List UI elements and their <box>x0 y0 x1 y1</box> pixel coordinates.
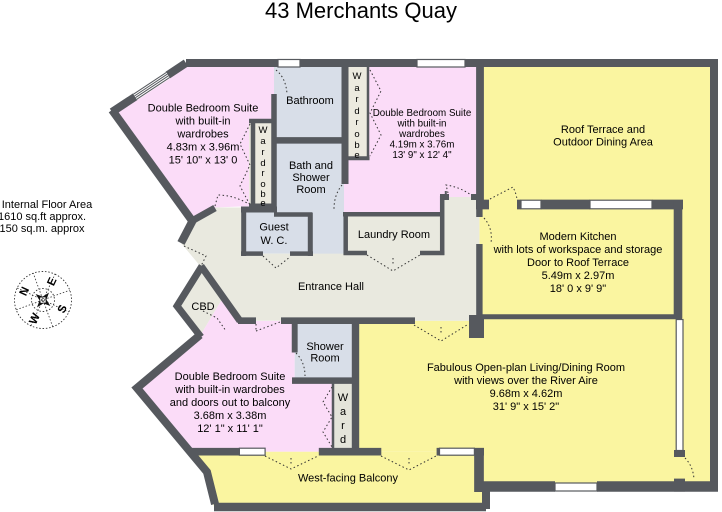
svg-text:Internal Floor Area: Internal Floor Area <box>2 199 93 211</box>
svg-text:Outdoor Dining Area: Outdoor Dining Area <box>553 137 654 149</box>
svg-text:9.68m x 4.62m: 9.68m x 4.62m <box>490 388 563 400</box>
svg-text:W. C.: W. C. <box>261 235 288 247</box>
svg-text:150 sq.m. approx: 150 sq.m. approx <box>0 223 85 235</box>
svg-text:wardrobes: wardrobes <box>176 129 229 141</box>
svg-text:r: r <box>261 147 264 158</box>
svg-text:4.19m x 3.76m: 4.19m x 3.76m <box>390 140 455 151</box>
svg-text:Modern Kitchen: Modern Kitchen <box>539 231 616 243</box>
svg-text:a: a <box>354 83 360 94</box>
svg-text:West-facing Balcony: West-facing Balcony <box>298 473 399 485</box>
svg-text:Guest: Guest <box>259 222 288 234</box>
svg-text:3.68m x 3.38m: 3.68m x 3.38m <box>194 410 267 422</box>
svg-text:1610 sq.ft approx.: 1610 sq.ft approx. <box>0 211 86 223</box>
svg-text:43 Merchants Quay: 43 Merchants Quay <box>265 0 457 23</box>
svg-text:Door to Roof Terrace: Door to Roof Terrace <box>527 257 629 269</box>
svg-text:d: d <box>354 106 359 117</box>
svg-text:CBD: CBD <box>191 301 214 313</box>
svg-text:Room: Room <box>296 184 325 196</box>
svg-text:Entrance Hall: Entrance Hall <box>298 281 364 293</box>
svg-text:r: r <box>355 94 358 105</box>
svg-text:12' 1" x 11' 1": 12' 1" x 11' 1" <box>197 423 263 435</box>
svg-text:with built-in wardrobes: with built-in wardrobes <box>174 384 285 396</box>
svg-text:o: o <box>354 129 359 140</box>
svg-text:r: r <box>261 168 264 179</box>
svg-text:b: b <box>354 140 359 151</box>
svg-text:Shower: Shower <box>292 172 330 184</box>
svg-text:r: r <box>341 420 345 432</box>
svg-text:W: W <box>259 125 268 136</box>
svg-text:a: a <box>340 406 347 418</box>
svg-text:wardrobes: wardrobes <box>398 129 445 140</box>
svg-text:15' 10" x 13' 0: 15' 10" x 13' 0 <box>169 155 238 167</box>
svg-text:Double Bedroom Suite: Double Bedroom Suite <box>373 108 472 119</box>
svg-text:31' 9" x 15' 2": 31' 9" x 15' 2" <box>493 401 560 413</box>
svg-text:18' 0 x 9' 9": 18' 0 x 9' 9" <box>550 283 607 295</box>
svg-text:Room: Room <box>310 353 339 365</box>
svg-text:d: d <box>260 158 265 169</box>
svg-text:Bathroom: Bathroom <box>286 95 334 107</box>
svg-text:with built-in: with built-in <box>396 119 446 130</box>
svg-text:Bath and: Bath and <box>289 160 333 172</box>
svg-text:with views over the River Aire: with views over the River Aire <box>453 375 598 387</box>
svg-text:W: W <box>353 71 362 82</box>
svg-text:W: W <box>338 392 349 404</box>
svg-text:and doors out to balcony: and doors out to balcony <box>170 397 291 409</box>
svg-text:b: b <box>260 189 265 200</box>
svg-text:Laundry Room: Laundry Room <box>358 229 430 241</box>
svg-text:e: e <box>354 150 359 161</box>
svg-text:Shower: Shower <box>306 341 344 353</box>
svg-text:Roof Terrace and: Roof Terrace and <box>561 124 645 136</box>
svg-text:Fabulous Open-plan Living/Dini: Fabulous Open-plan Living/Dining Room <box>427 362 625 374</box>
svg-text:W: W <box>28 311 44 326</box>
svg-text:with built-in: with built-in <box>174 116 230 128</box>
svg-text:13' 9" x 12' 4": 13' 9" x 12' 4" <box>392 150 452 161</box>
svg-text:r: r <box>355 117 358 128</box>
svg-text:e: e <box>260 198 265 209</box>
svg-text:4.83m x 3.96m: 4.83m x 3.96m <box>167 142 240 154</box>
svg-text:a: a <box>260 136 266 147</box>
svg-text:o: o <box>260 179 265 190</box>
svg-text:Double Bedroom Suite: Double Bedroom Suite <box>148 103 259 115</box>
svg-text:Double Bedroom Suite: Double Bedroom Suite <box>175 371 286 383</box>
svg-text:d: d <box>340 434 346 446</box>
svg-text:5.49m x 2.97m: 5.49m x 2.97m <box>542 270 615 282</box>
svg-text:with lots of workspace and sto: with lots of workspace and storage <box>493 244 663 256</box>
